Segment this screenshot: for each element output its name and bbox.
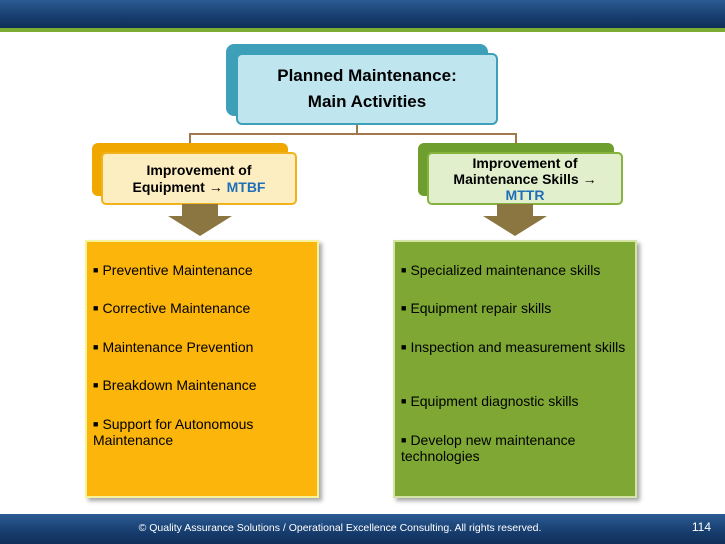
right-heading-line-2: Maintenance Skills → xyxy=(453,170,597,187)
right-heading-line-1: Improvement of xyxy=(472,154,578,171)
bullet-icon: ■ xyxy=(93,419,99,429)
left-heading-line-2: Equipment → MTBF xyxy=(132,179,265,196)
header-bar xyxy=(0,0,725,28)
right-down-arrow xyxy=(483,204,547,236)
list-item-text: Develop new maintenance technologies xyxy=(401,432,576,464)
list-item-text: Specialized maintenance skills xyxy=(410,262,601,278)
list-item: ■Breakdown Maintenance xyxy=(93,377,257,393)
list-item: ■Corrective Maintenance xyxy=(93,300,250,316)
list-item-text: Corrective Maintenance xyxy=(102,300,251,316)
list-item: ■Specialized maintenance skills xyxy=(401,262,600,278)
left-heading-text: Equipment → xyxy=(132,178,227,195)
connector-left-drop xyxy=(189,133,191,144)
right-heading-box: Improvement of Maintenance Skills → MTTR xyxy=(427,152,623,205)
list-item-text: Preventive Maintenance xyxy=(102,262,253,278)
bullet-icon: ■ xyxy=(93,265,99,275)
connector-right-drop xyxy=(515,133,517,144)
header-stripe xyxy=(0,28,725,32)
title-box: Planned Maintenance: Main Activities xyxy=(236,53,498,125)
left-heading-line-1: Improvement of xyxy=(146,161,252,178)
right-skills-box: ■Specialized maintenance skills ■Equipme… xyxy=(393,240,637,498)
title-line-2: Main Activities xyxy=(307,92,427,111)
list-item-text: Inspection and measurement skills xyxy=(410,339,626,355)
bullet-icon: ■ xyxy=(93,342,99,352)
footer-copyright: © Quality Assurance Solutions / Operatio… xyxy=(138,522,542,534)
bullet-icon: ■ xyxy=(401,396,407,406)
list-item: ■Maintenance Prevention xyxy=(93,339,253,355)
mtbf-label: MTBF xyxy=(226,178,266,195)
bullet-icon: ■ xyxy=(401,265,407,275)
bullet-icon: ■ xyxy=(401,342,407,352)
list-item-text: Breakdown Maintenance xyxy=(102,377,257,393)
bullet-icon: ■ xyxy=(401,435,407,445)
list-item-text: Support for Autonomous Maintenance xyxy=(93,416,254,448)
footer-bar xyxy=(0,514,725,544)
list-item: ■Support for Autonomous Maintenance xyxy=(93,416,303,448)
list-item-text: Equipment repair skills xyxy=(410,300,552,316)
mttr-label: MTTR xyxy=(505,186,545,203)
left-activities-box: ■Preventive Maintenance ■Corrective Main… xyxy=(85,240,319,498)
left-down-arrow xyxy=(168,204,232,236)
list-item: ■Equipment repair skills xyxy=(401,300,551,316)
list-item: ■Preventive Maintenance xyxy=(93,262,253,278)
page-number: 114 xyxy=(691,520,711,534)
title-line-1: Planned Maintenance: xyxy=(277,66,457,85)
list-item: ■Equipment diagnostic skills xyxy=(401,393,579,409)
list-item-text: Maintenance Prevention xyxy=(102,339,254,355)
bullet-icon: ■ xyxy=(93,303,99,313)
list-item: ■Inspection and measurement skills xyxy=(401,339,631,355)
list-item: ■Develop new maintenance technologies xyxy=(401,432,626,464)
bullet-icon: ■ xyxy=(401,303,407,313)
connector-vertical-top xyxy=(356,125,358,134)
connector-horizontal xyxy=(189,133,517,135)
list-item-text: Equipment diagnostic skills xyxy=(410,393,579,409)
bullet-icon: ■ xyxy=(93,380,99,390)
left-heading-box: Improvement of Equipment → MTBF xyxy=(101,152,297,205)
